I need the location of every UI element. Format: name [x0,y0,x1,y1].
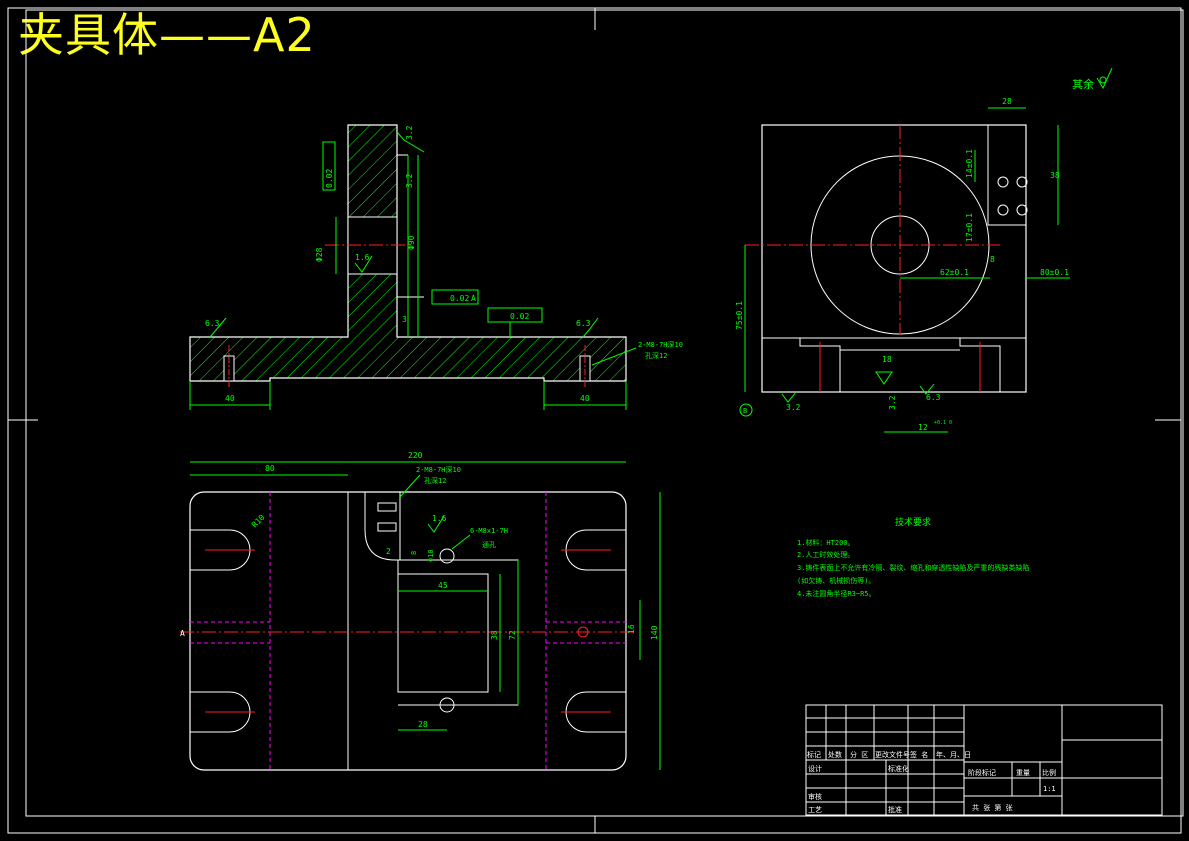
svg-text:标记: 标记 [807,750,821,759]
svg-text:更改文件号: 更改文件号 [875,750,910,759]
svg-text:62±0.1: 62±0.1 [940,268,969,277]
svg-text:3.2: 3.2 [786,403,801,412]
svg-text:2-M8-7H深10: 2-M8-7H深10 [638,340,683,349]
svg-text:其余: 其余 [1072,77,1094,91]
svg-text:4.未注圆角半径R3~R5。: 4.未注圆角半径R3~R5。 [797,589,876,598]
svg-text:处数: 处数 [828,750,842,759]
svg-text:1.6: 1.6 [355,253,370,262]
svg-text:80: 80 [265,464,275,473]
svg-text:审核: 审核 [808,792,822,801]
svg-text:140: 140 [650,625,659,640]
svg-text:重量: 重量 [1016,769,1030,777]
svg-text:1.6: 1.6 [432,514,447,523]
svg-text:1:1: 1:1 [1043,785,1056,793]
svg-text:分 区: 分 区 [850,750,868,759]
svg-text:45: 45 [438,581,448,590]
sheet-title: 夹具体——A2 [18,8,316,62]
svg-text:6.3: 6.3 [205,319,220,328]
svg-text:1.材料：HT200。: 1.材料：HT200。 [797,538,855,547]
svg-text:12: 12 [918,423,928,432]
svg-text:16: 16 [627,624,636,634]
front-section-view: 40 40 Φ28 Φ90 0.02 3.2 3.2 1.6 0.02 A 0.… [189,124,683,410]
svg-text:3.2: 3.2 [405,125,414,140]
title-block [805,704,1163,816]
svg-text:签 名: 签 名 [910,750,928,759]
svg-text:2-M8-7H深10: 2-M8-7H深10 [416,465,461,474]
svg-text:共 张 第 张: 共 张 第 张 [972,803,1013,812]
svg-text:年、月、日: 年、月、日 [936,750,971,759]
border-frame [7,7,1184,834]
svg-text:80±0.1: 80±0.1 [1040,268,1069,277]
svg-text:17±0.1: 17±0.1 [965,213,974,242]
svg-text:8: 8 [410,551,418,555]
svg-text:38: 38 [490,630,499,640]
svg-text:B: B [743,407,747,415]
svg-text:设计: 设计 [808,764,822,773]
svg-text:40: 40 [225,394,235,403]
svg-text:18: 18 [882,355,892,364]
svg-text:3: 3 [402,315,407,324]
svg-text:孔深12: 孔深12 [424,476,446,485]
svg-text:3.2: 3.2 [888,395,897,410]
svg-text:2: 2 [386,547,391,556]
svg-text:Φ28: Φ28 [315,247,324,262]
svg-text:Φ10: Φ10 [427,549,435,562]
svg-text:40: 40 [580,394,590,403]
svg-text:72: 72 [508,630,517,640]
svg-text:28: 28 [1002,97,1012,106]
svg-text:0.02: 0.02 [325,169,334,188]
svg-text:38: 38 [1050,171,1060,180]
svg-text:Φ90: Φ90 [407,235,416,250]
svg-text:工艺: 工艺 [808,806,822,814]
svg-text:技术要求: 技术要求 [895,516,931,528]
svg-text:6.3: 6.3 [926,393,941,402]
svg-text:14±0.1: 14±0.1 [965,149,974,178]
svg-text:6.3: 6.3 [576,319,591,328]
svg-text:通孔: 通孔 [482,540,496,549]
svg-text:0.02: 0.02 [510,312,529,321]
svg-text:8: 8 [990,255,995,264]
svg-text:220: 220 [408,451,423,460]
svg-text:+0.1 0: +0.1 0 [934,420,952,426]
svg-text:批准: 批准 [888,805,902,814]
svg-text:28: 28 [418,720,428,729]
svg-text:0.02: 0.02 [450,294,469,303]
svg-text:2.人工时效处理。: 2.人工时效处理。 [797,550,854,559]
svg-text:R10: R10 [250,513,267,530]
svg-text:75±0.1: 75±0.1 [735,301,744,330]
svg-text:阶段标记: 阶段标记 [968,768,996,777]
side-view: 28 38 14±0.1 17±0.1 62±0.1 80±0.1 8 75±0… [735,97,1070,433]
svg-text:A: A [180,629,185,638]
roughness-note: 其余 [1072,67,1113,91]
title-block-labels: 标记 处数 分 区 更改文件号 签 名 年、月、日 设计 标准化 审核 工艺 批… [807,750,1056,814]
svg-text:标准化: 标准化 [888,764,909,773]
svg-text:3.2: 3.2 [405,173,414,188]
svg-text:3.铸件表面上不允许有冷隔、裂纹、缩孔和穿透性缺陷及严重的残: 3.铸件表面上不允许有冷隔、裂纹、缩孔和穿透性缺陷及严重的残缺类缺陷 [797,563,1029,572]
svg-text:A: A [471,294,476,303]
svg-text:6-M8x1-7H: 6-M8x1-7H [470,527,508,535]
svg-text:(如欠铸、机械损伤等)。: (如欠铸、机械损伤等)。 [797,576,875,585]
svg-text:比例: 比例 [1042,768,1056,777]
svg-text:孔深12: 孔深12 [645,351,667,360]
plan-view: 220 80 45 28 38 72 16 140 A R10 2-M8-7H深… [180,451,661,771]
tech-requirements: 技术要求 1.材料：HT200。 2.人工时效处理。 3.铸件表面上不允许有冷隔… [797,516,1029,598]
